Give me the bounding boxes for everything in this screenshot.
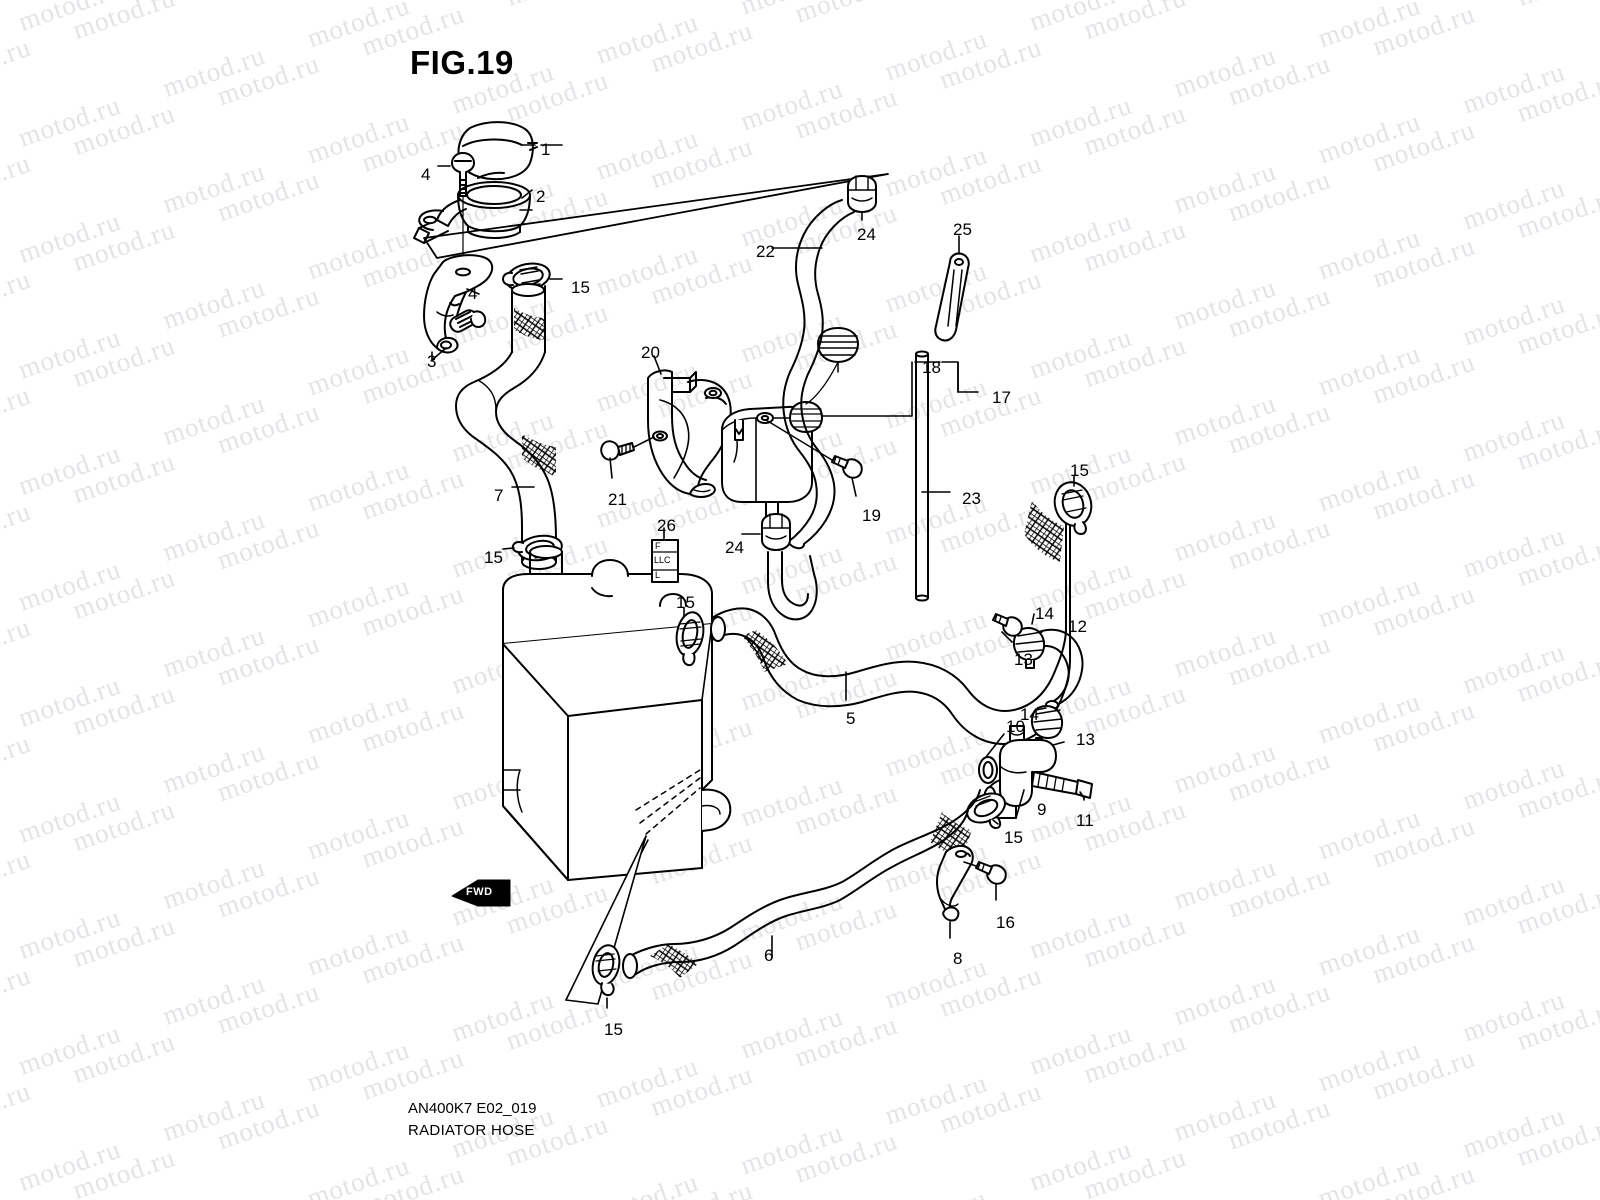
part-clamp-15-hose5-top [1053,481,1093,535]
callout-radiator-lower-hose: 6 [764,946,774,965]
callout-hose-clamp: 15 [571,278,590,297]
fwd-arrow-label: FWD [466,886,493,898]
part-clamp-15-top [502,262,551,292]
part-breather-hose-23 [915,350,929,602]
part-llc-label-26 [651,539,679,583]
part-reservoir-tank [721,401,823,529]
callout-level-label-llc: 26 [657,516,676,535]
part-bolt-21 [600,440,635,461]
part-hose-clip-24-lower [761,513,791,551]
callout-hose-clamp: 15 [1004,828,1023,847]
part-clamp-14-upper [1012,627,1046,669]
part-reservoir-tank-bracket [647,369,732,498]
callout-hose-clip-small: 13 [1014,650,1033,669]
part-clamp-15-union [966,792,1006,829]
part-reservoir-stay-25 [934,252,970,342]
callout-bracket-bolt: 16 [996,913,1015,932]
callout-reservoir-tank-cap: 18 [922,358,941,377]
llc-label-llc: LLC [654,555,671,565]
part-clamp-15-hose5 [675,611,705,667]
callout-bolt-upper: 4 [421,165,431,184]
part-bolt-4-lower [449,309,487,333]
part-clamp-15-hose6 [591,944,621,997]
callout-reservoir-overflow-hose: 22 [756,242,775,261]
part-clamp-14-lower [1030,705,1064,739]
callout-water-union-pipe: 9 [1037,800,1047,819]
part-radiator-lower-hose-6 [622,789,981,979]
callout-radiator-inlet-hose: 7 [494,486,504,505]
part-bolt-4-upper [451,152,475,197]
part-reservoir-cap-18 [817,327,859,373]
part-radiator-inlet-hose [455,283,557,570]
callout-reservoir-tank-bracket: 20 [641,343,660,362]
callout-radiator-mounting-bracket: 3 [427,352,437,371]
footer-name: RADIATOR HOSE [408,1121,535,1139]
footer: AN400K7 E02_019 RADIATOR HOSE [408,1098,536,1142]
callout-hose-clamp: 15 [676,593,695,612]
callout-hose-clip-small: 13 [1076,730,1095,749]
llc-label-l: L [655,570,661,580]
callout-o-ring: 10 [1006,717,1025,736]
callout-bolt-bracket: 4 [468,284,478,303]
explode-pointer-top [423,173,889,259]
reservoir-lower-hose [767,551,818,621]
callout-hose-clamp: 15 [604,1020,623,1039]
callout-reservoir-tank-assy: 17 [992,388,1011,407]
callout-radiator-cap: 1 [541,140,551,159]
callout-hose-clamp-small: 14 [1035,604,1054,623]
callout-hose-clip: 24 [725,538,744,557]
part-hose-guide-bracket-8 [936,844,974,922]
part-hose-clip-24-top [847,175,877,221]
part-radiator-core [502,545,732,1001]
explode-pointer-bottom [565,835,647,1005]
part-union-bolt-11 [1031,771,1093,799]
callout-bypass-hose: 12 [1068,617,1087,636]
callout-bracket-bolt: 21 [608,490,627,509]
part-radiator-bracket [423,254,494,354]
part-overflow-hose-22 [782,199,855,550]
callout-reservoir-stay: 25 [953,220,972,239]
part-clip-13-upper [992,613,1023,637]
fwd-arrow [451,879,511,907]
llc-label-f: F [655,541,661,551]
callout-breather-hose: 23 [962,489,981,508]
callout-hose-guide-bracket: 8 [953,949,963,968]
callout-hose-clip: 24 [857,225,876,244]
part-bolt-16 [975,861,1007,901]
callout-radiator-filler-neck: 2 [536,187,546,206]
callout-hose-clamp-small: 14 [1020,705,1039,724]
callout-reservoir-mounting-bolt: 19 [862,506,881,525]
callout-union-bolt: 11 [1076,811,1094,830]
callout-radiator-outlet-hose: 5 [846,709,856,728]
part-bolt-19 [831,455,863,497]
page-title: FIG.19 [410,44,514,81]
callout-hose-clamp: 15 [1070,461,1089,480]
footer-code: AN400K7 E02_019 [408,1100,537,1117]
callout-hose-clamp: 15 [484,548,503,567]
part-o-ring-10 [978,756,998,784]
